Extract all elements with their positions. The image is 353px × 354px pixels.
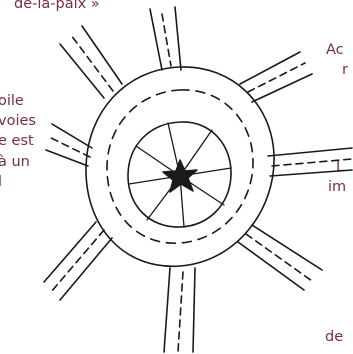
road-north-east xyxy=(240,52,312,102)
road-south-west xyxy=(44,222,112,300)
star-icon xyxy=(163,160,197,192)
road-south xyxy=(164,268,195,352)
road-south-east xyxy=(238,225,322,290)
road-west xyxy=(46,124,92,166)
road-east xyxy=(268,148,352,176)
road-north xyxy=(150,7,181,70)
road-north-west xyxy=(60,26,122,98)
